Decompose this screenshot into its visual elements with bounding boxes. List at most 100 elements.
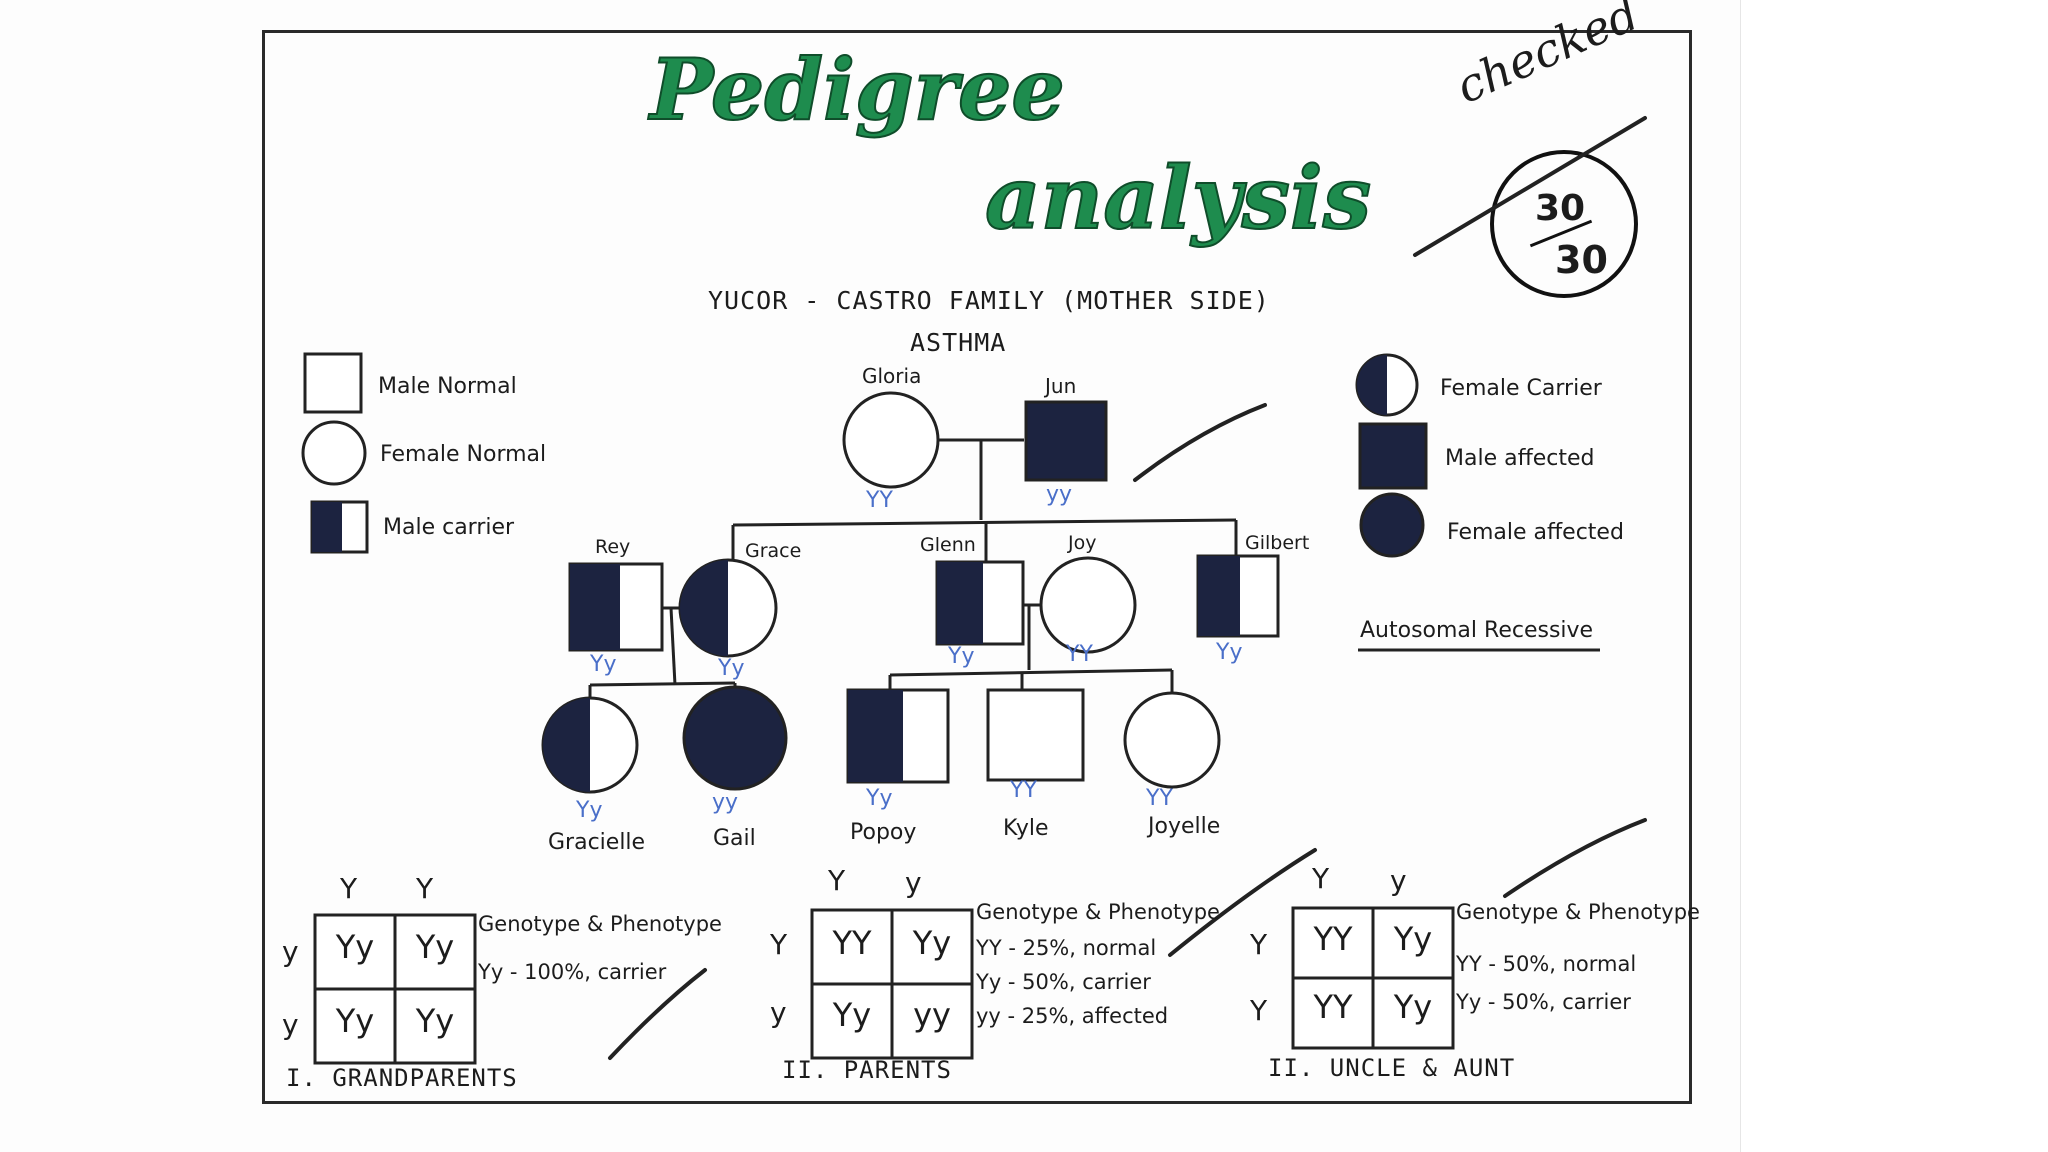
legend-male-affected-symbol: [1358, 422, 1428, 490]
symbol-rey: [568, 562, 664, 652]
trait-label: ASTHMA: [910, 328, 1007, 357]
genotype-gracielle: Yy: [576, 798, 603, 823]
legend-female-carrier-symbol: [1355, 353, 1419, 417]
name-gail: Gail: [713, 826, 756, 851]
legend-female-carrier-label: Female Carrier: [1440, 376, 1602, 401]
legend-female-normal-symbol: [301, 420, 367, 486]
punnett-grid-3: [1291, 906, 1455, 1050]
punnett-3-top-allele-2: y: [1390, 864, 1407, 897]
punnett-3-heading: Genotype & Phenotype: [1456, 900, 1700, 924]
name-gilbert: Gilbert: [1245, 532, 1310, 554]
punnett-3-cell-3: YY: [1313, 988, 1353, 1026]
genotype-popoy: Yy: [866, 786, 893, 811]
punnett-2-top-allele-1: Y: [828, 864, 846, 897]
punnett-3-side-allele-2: Y: [1250, 994, 1268, 1027]
punnett-3-label: II. UNCLE & AUNT: [1268, 1054, 1516, 1082]
genotype-rey: Yy: [590, 652, 617, 677]
genotype-joyelle: YY: [1146, 786, 1173, 811]
page-border: [262, 30, 1692, 1104]
punnett-2-result-1: YY - 25%, normal: [976, 936, 1157, 960]
name-rey: Rey: [595, 536, 631, 558]
title-line-1: Pedigree: [649, 39, 1066, 140]
punnett-3-cell-2: Yy: [1393, 920, 1433, 958]
symbol-jun: [1024, 400, 1108, 482]
punnett-2-cell-4: yy: [913, 996, 951, 1034]
punnett-3-side-allele-1: Y: [1250, 928, 1268, 961]
name-gracielle: Gracielle: [548, 830, 646, 855]
punnett-2-side-allele-1: Y: [770, 928, 788, 961]
punnett-2-result-3: yy - 25%, affected: [976, 1004, 1169, 1028]
punnett-2-cell-1: YY: [832, 924, 872, 962]
symbol-gail: [682, 685, 788, 791]
legend-male-normal-label: Male Normal: [378, 374, 517, 399]
grade-score: 30: [1535, 188, 1586, 229]
punnett-1-top-allele-2: Y: [416, 872, 434, 905]
symbol-joy: [1039, 556, 1137, 654]
table-check-stroke-2: [1168, 848, 1317, 957]
genotype-jun: yy: [1046, 482, 1073, 507]
punnett-2-side-allele-2: y: [770, 996, 787, 1029]
name-kyle: Kyle: [1003, 816, 1049, 841]
name-joyelle: Joyelle: [1148, 814, 1221, 839]
legend-male-normal-symbol: [303, 352, 363, 414]
inheritance-label: Autosomal Recessive: [1360, 618, 1594, 643]
sibship-line-glenn-joy: [889, 668, 1173, 677]
symbol-gilbert: [1196, 554, 1280, 638]
symbol-glenn: [935, 560, 1025, 646]
genotype-grace: Yy: [718, 656, 745, 681]
legend-male-carrier-symbol: [310, 500, 369, 554]
punnett-1-heading: Genotype & Phenotype: [478, 912, 722, 936]
punnett-3-top-allele-1: Y: [1312, 862, 1330, 895]
grade-check-stroke: [1413, 116, 1647, 257]
genotype-glenn: Yy: [948, 644, 975, 669]
punnett-2-result-2: Yy - 50%, carrier: [976, 970, 1151, 994]
genotype-kyle: YY: [1010, 778, 1037, 803]
legend-female-affected-symbol: [1359, 492, 1425, 558]
genotype-gloria: YY: [866, 488, 893, 513]
legend-male-affected-label: Male affected: [1445, 446, 1595, 471]
punnett-3-cell-4: Yy: [1393, 988, 1433, 1026]
name-joy: Joy: [1068, 532, 1097, 554]
punnett-1-result-1: Yy - 100%, carrier: [478, 960, 667, 984]
grade-circle: [1490, 150, 1638, 298]
table-check-stroke-1: [1503, 818, 1647, 898]
grade-total: 30: [1555, 238, 1608, 282]
punnett-1-side-allele-1: y: [282, 935, 299, 968]
punnett-1-cell-4: Yy: [415, 1002, 455, 1040]
legend-female-affected-label: Female affected: [1447, 520, 1624, 545]
check-marks: [608, 116, 1647, 1060]
family-subtitle: YUCOR - CASTRO FAMILY (MOTHER SIDE): [708, 286, 1270, 315]
sibship-line-rey-grace: [589, 681, 736, 687]
punnett-3-result-2: Yy - 50%, carrier: [1456, 990, 1631, 1014]
symbol-gracielle: [541, 696, 639, 794]
name-popoy: Popoy: [850, 820, 917, 845]
punnett-grid-1: [313, 913, 477, 1065]
genotype-gail: yy: [712, 790, 739, 815]
legend-female-normal-label: Female Normal: [380, 442, 547, 467]
symbol-grace: [678, 558, 778, 658]
name-grace: Grace: [745, 540, 802, 562]
punnett-2-cell-3: Yy: [832, 996, 872, 1034]
name-glenn: Glenn: [920, 534, 976, 556]
punnett-3-result-1: YY - 50%, normal: [1456, 952, 1637, 976]
page-margin: [1740, 0, 2048, 1152]
symbol-gloria: [842, 391, 940, 489]
punnett-1-cell-2: Yy: [415, 928, 455, 966]
punnett-2-label: II. PARENTS: [782, 1056, 952, 1084]
punnett-2-top-allele-2: y: [905, 866, 922, 899]
punnett-1-side-allele-2: y: [282, 1008, 299, 1041]
punnett-1-label: I. GRANDPARENTS: [286, 1064, 518, 1092]
punnett-1-top-allele-1: Y: [340, 872, 358, 905]
symbol-joyelle: [1123, 691, 1221, 789]
name-gloria: Gloria: [862, 364, 922, 388]
punnett-grid-2: [810, 908, 974, 1060]
title-line-2: analysis: [984, 147, 1372, 250]
genotype-joy: YY: [1066, 642, 1093, 667]
punnett-1-cell-3: Yy: [335, 1002, 375, 1040]
genotype-gilbert: Yy: [1216, 640, 1243, 665]
symbol-kyle: [986, 688, 1085, 782]
punnett-2-heading: Genotype & Phenotype: [976, 900, 1220, 924]
diagram-check-stroke: [1133, 403, 1267, 482]
punnett-2-cell-2: Yy: [912, 924, 952, 962]
legend-male-carrier-label: Male carrier: [383, 515, 515, 540]
